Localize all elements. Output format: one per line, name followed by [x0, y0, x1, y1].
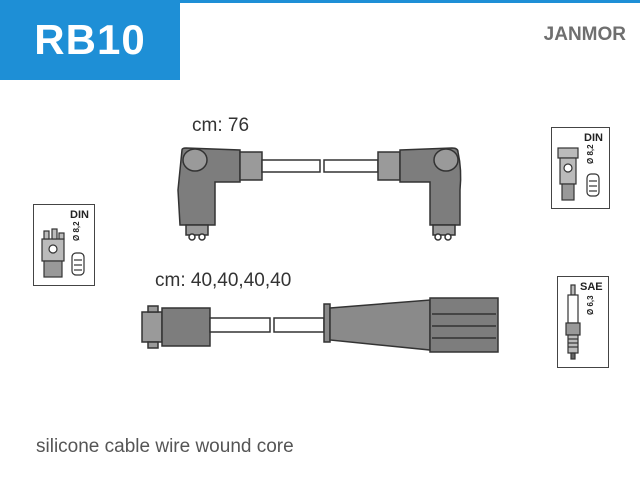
- distributor-cap-icon: [41, 228, 65, 278]
- connector-badge-left: DIN Ø 8,2: [33, 204, 95, 286]
- product-note: silicone cable wire wound core: [36, 436, 294, 457]
- cable-short: [141, 297, 499, 353]
- brand-name: JANMOR: [543, 24, 626, 45]
- coil-terminal-icon: [557, 147, 579, 201]
- connector-badge-right-top: DIN Ø 8,2: [551, 127, 610, 209]
- header-rule: [180, 0, 640, 3]
- badge-terminal-icon: [586, 173, 600, 197]
- product-code: RB10: [0, 0, 180, 80]
- badge-standard-label: DIN: [70, 209, 89, 221]
- connector-badge-right-bottom: SAE Ø 6,3: [557, 276, 609, 368]
- badge-standard-label: SAE: [580, 281, 603, 293]
- cable-length-label-short: cm: 40,40,40,40: [155, 270, 292, 291]
- spark-plug-icon: [565, 284, 581, 360]
- cable-length-label-long: cm: 76: [192, 115, 250, 136]
- badge-terminal-icon: [71, 252, 85, 276]
- cable-long: [177, 147, 462, 241]
- badge-standard-label: DIN: [584, 132, 603, 144]
